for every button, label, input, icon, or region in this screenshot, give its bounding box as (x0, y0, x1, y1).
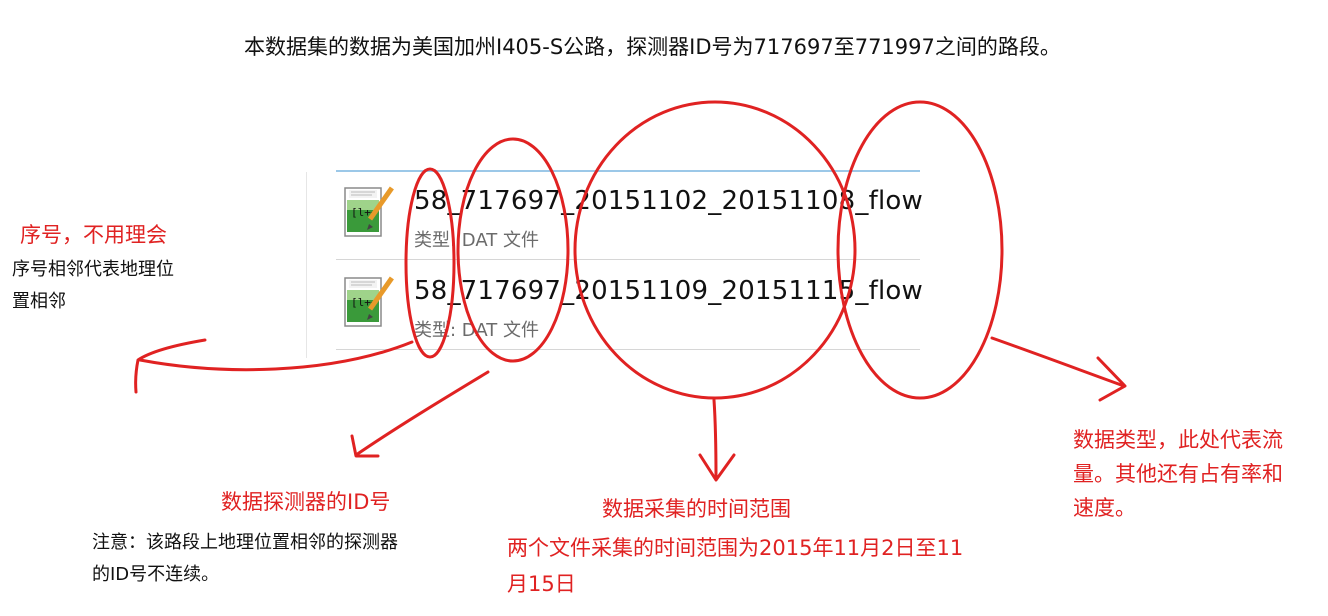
dat-file-icon: [l++ (342, 184, 394, 242)
file-list-panel: [l++ 58_717697_20151102_20151108_flow 类型… (306, 170, 923, 358)
time-note-line: 两个文件采集的时间范围为2015年11月2日至11 (507, 536, 964, 560)
time-annotation-note: 两个文件采集的时间范围为2015年11月2日至11 月15日 (507, 530, 1027, 602)
seq-annotation-title: 序号，不用理会 (20, 223, 167, 247)
row-divider (336, 349, 920, 350)
dtype-annotation: 数据类型，此处代表流 量。其他还有占有率和 速度。 (1073, 423, 1323, 525)
detector-arrow (354, 370, 490, 457)
seq-annotation-note: 序号相邻代表地理位 置相邻 (12, 254, 212, 318)
dtype-line: 速度。 (1073, 496, 1136, 520)
file-type: 类型: DAT 文件 (414, 230, 539, 251)
file-name[interactable]: 58_717697_20151102_20151108_flow (414, 186, 923, 216)
panel-divider (306, 172, 307, 358)
file-item[interactable]: [l++ 58_717697_20151109_20151115_flow 类型… (336, 264, 923, 350)
header-title: 本数据集的数据为美国加州I405-S公路，探测器ID号为717697至77199… (244, 35, 1061, 59)
panel-accent-line (336, 170, 920, 172)
seq-note-line: 置相邻 (12, 291, 66, 312)
detector-note-line: 的ID号不连续。 (92, 564, 220, 585)
detector-note-line: 注意：该路段上地理位置相邻的探测器 (92, 532, 398, 553)
type-arrow (990, 336, 1126, 388)
detector-annotation-note: 注意：该路段上地理位置相邻的探测器 的ID号不连续。 (92, 527, 492, 591)
dtype-line: 数据类型，此处代表流 (1073, 428, 1283, 452)
dtype-line: 量。其他还有占有率和 (1073, 462, 1283, 486)
time-arrow (712, 398, 718, 480)
time-annotation-title: 数据采集的时间范围 (602, 497, 791, 521)
detector-annotation-title: 数据探测器的ID号 (221, 490, 391, 514)
time-note-line: 月15日 (507, 572, 576, 596)
file-type: 类型: DAT 文件 (414, 320, 539, 341)
row-divider (336, 259, 920, 260)
file-name[interactable]: 58_717697_20151109_20151115_flow (414, 276, 923, 306)
file-item[interactable]: [l++ 58_717697_20151102_20151108_flow 类型… (336, 174, 923, 260)
seq-note-line: 序号相邻代表地理位 (12, 259, 174, 280)
dat-file-icon: [l++ (342, 274, 394, 332)
